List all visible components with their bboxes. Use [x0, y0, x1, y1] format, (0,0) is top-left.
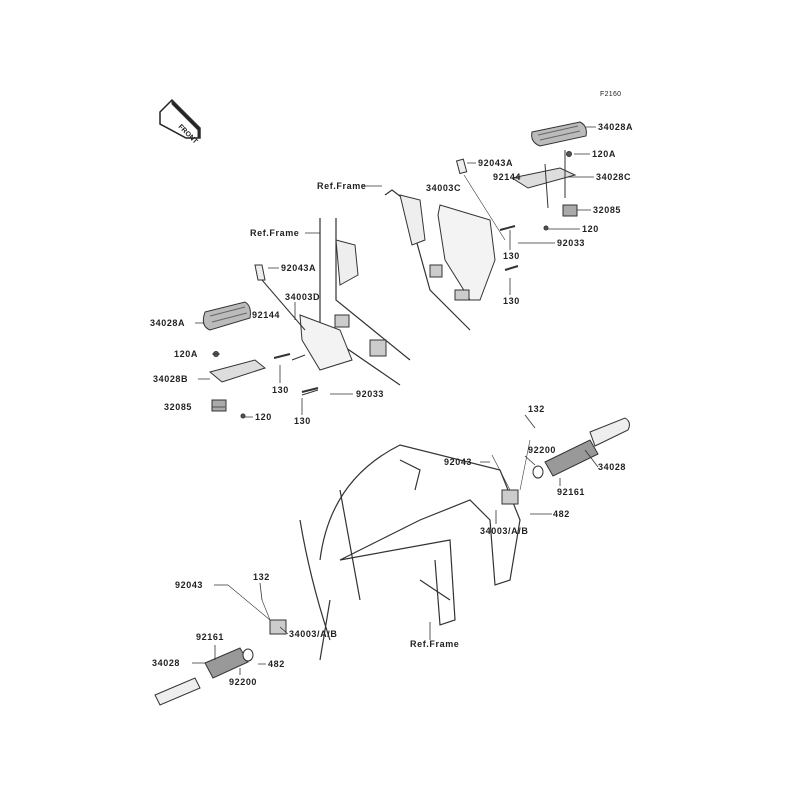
label-ref-frame[interactable]: Ref.Frame [317, 181, 367, 191]
front-arrow-icon: FRONT [159, 98, 201, 146]
label-rubber-92161[interactable]: 92161 [196, 632, 225, 642]
label-ref-frame[interactable]: Ref.Frame [250, 228, 300, 238]
label-plate-34003C[interactable]: 34003C [426, 183, 462, 193]
label-bolt-120[interactable]: 120 [255, 412, 272, 422]
label-spring-92144[interactable]: 92144 [252, 310, 281, 320]
label-pin-92043[interactable]: 92043 [444, 457, 473, 467]
grip-top-right [510, 121, 587, 231]
label-bracket-34003AB[interactable]: 34003/A/B [289, 629, 338, 639]
label-bracket-34028C[interactable]: 34028C [596, 172, 632, 182]
label-bolt-120A[interactable]: 120A [174, 349, 198, 359]
label-spring-92144[interactable]: 92144 [493, 172, 522, 182]
grip-top-left [202, 301, 267, 419]
label-bolt-132[interactable]: 132 [528, 404, 545, 414]
label-peg-34028[interactable]: 34028 [598, 462, 627, 472]
label-ref-frame[interactable]: Ref.Frame [410, 639, 460, 649]
label-pin-92033[interactable]: 92033 [557, 238, 586, 248]
label-washer-92200[interactable]: 92200 [528, 445, 557, 455]
label-peg-34028[interactable]: 34028 [152, 658, 181, 668]
label-collar-92043A[interactable]: 92043A [281, 263, 317, 273]
label-plate-34003D[interactable]: 34003D [285, 292, 321, 302]
label-bolt-130[interactable]: 130 [294, 416, 311, 426]
label-clip-482[interactable]: 482 [553, 509, 570, 519]
label-bolt-130[interactable]: 130 [503, 296, 520, 306]
bracket-top-right [384, 158, 519, 331]
peg-bottom-right [491, 417, 630, 505]
label-bolt-130[interactable]: 130 [272, 385, 289, 395]
label-bolt-120A[interactable]: 120A [592, 149, 616, 159]
peg-bottom-left [154, 584, 287, 706]
label-pad-32085[interactable]: 32085 [593, 205, 622, 215]
bracket-top-left [254, 218, 411, 396]
label-rubber-92161[interactable]: 92161 [557, 487, 586, 497]
label-bracket-34028B[interactable]: 34028B [153, 374, 189, 384]
label-pin-92043[interactable]: 92043 [175, 580, 204, 590]
label-bolt-130[interactable]: 130 [503, 251, 520, 261]
label-collar-92043A[interactable]: 92043A [478, 158, 514, 168]
label-grip-34028A[interactable]: 34028A [598, 122, 634, 132]
frame-lower [299, 444, 521, 661]
label-clip-482[interactable]: 482 [268, 659, 285, 669]
label-bolt-120[interactable]: 120 [582, 224, 599, 234]
label-bracket-34003AB[interactable]: 34003/A/B [480, 526, 529, 536]
label-bolt-132[interactable]: 132 [253, 572, 270, 582]
diagram-code: F2160 [600, 91, 622, 98]
label-pin-92033[interactable]: 92033 [356, 389, 385, 399]
label-pad-32085[interactable]: 32085 [164, 402, 193, 412]
label-grip-34028A[interactable]: 34028A [150, 318, 186, 328]
label-washer-92200[interactable]: 92200 [229, 677, 258, 687]
leader-lines [192, 126, 599, 675]
